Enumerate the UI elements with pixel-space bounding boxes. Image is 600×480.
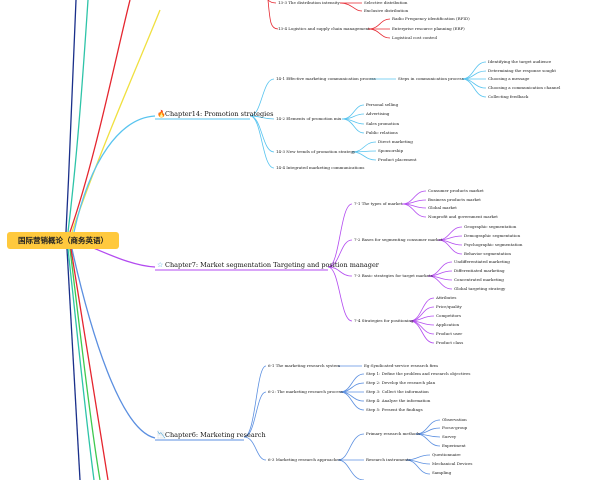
node-direct-marketing[interactable]: Direct marketing: [378, 139, 413, 144]
node-14-1[interactable]: 14-1 Effective marketing communication p…: [276, 76, 376, 81]
chart-icon: 📉: [157, 431, 166, 439]
node-attributes[interactable]: Attributes: [436, 295, 457, 300]
node-focus-group[interactable]: Focus-group: [442, 425, 468, 430]
node-14-2[interactable]: 14-2 Elements of promotion mix: [276, 116, 342, 121]
node-7-3[interactable]: 7-3 Basic strategies for target markets: [354, 273, 433, 278]
node-nonprofit-market[interactable]: Nonprofit and government market: [428, 214, 498, 219]
node-geographic[interactable]: Geographic segmentation: [464, 224, 517, 229]
node-competitors[interactable]: Competitors: [436, 313, 462, 318]
node-step2[interactable]: Step 2: Develop the research plan: [366, 380, 436, 385]
node-experiment[interactable]: Experiment: [442, 443, 466, 448]
node-global-market[interactable]: Global market: [428, 205, 457, 210]
node-concentrated[interactable]: Concentrated marketing: [454, 277, 504, 282]
node-questionnaire[interactable]: Questionnaire: [432, 452, 461, 457]
node-6-1[interactable]: 6-1 The marketing research system: [268, 363, 340, 368]
chapter7-node[interactable]: ☆Chapter7: Market segmentation Targeting…: [157, 261, 379, 269]
node-sampling[interactable]: Sampling: [432, 470, 452, 475]
node-step-5[interactable]: Collecting feedback: [488, 94, 529, 99]
node-step-3[interactable]: Choosing a message: [488, 76, 530, 81]
node-demographic[interactable]: Demographic segmentation: [464, 233, 521, 238]
node-global-targeting[interactable]: Global targeting strategy: [454, 286, 506, 291]
node-step-4[interactable]: Choosing a communication channel: [488, 85, 561, 90]
node-step5[interactable]: Step 5: Present the findings: [366, 407, 423, 412]
node-price-quality[interactable]: Price/quality: [436, 304, 462, 309]
chapter7-title: Chapter7: Market segmentation Targeting …: [165, 261, 379, 269]
node-consumer-market[interactable]: Consumer products market: [428, 188, 484, 193]
node-sales-promotion[interactable]: Sales promotion: [366, 121, 400, 126]
node-observation[interactable]: Observation: [442, 417, 467, 422]
node-syndicated[interactable]: Eg:Syndicated-service research firm: [364, 363, 438, 368]
node-14-4[interactable]: 14-4 Integrated marketing communications: [276, 165, 365, 170]
node-6-2[interactable]: 6-2: The marketing research process: [268, 389, 343, 394]
node-steps-communication[interactable]: Steps in communication process: [398, 76, 464, 81]
node-step-1[interactable]: Identifying the target audience: [488, 59, 552, 64]
flame-icon: 🔥: [157, 110, 166, 118]
node-7-1[interactable]: 7-1 The types of market: [354, 201, 403, 206]
node-undifferentiated[interactable]: Undifferentiated marketing: [454, 259, 510, 264]
node-7-2[interactable]: 7-2 Bases for segmenting consumer market: [354, 237, 443, 242]
chapter14-node[interactable]: 🔥Chapter14: Promotion strategies: [157, 110, 273, 118]
node-advertising[interactable]: Advertising: [366, 111, 390, 116]
node-13-4[interactable]: 13-4 Logistics and supply chain manageme…: [278, 26, 370, 31]
node-public-relations[interactable]: Public relations: [366, 130, 398, 135]
node-13-3[interactable]: 13-3 The distribution intensity: [278, 0, 340, 5]
chapter6-title: Chapter6: Marketing research: [165, 431, 266, 439]
node-application[interactable]: Application: [436, 322, 460, 327]
node-selective-distribution[interactable]: Selective distribution: [364, 0, 408, 5]
node-research-instruments[interactable]: Research instruments: [366, 457, 411, 462]
node-logistical-cost[interactable]: Logistical cost control: [392, 35, 438, 40]
node-product-class[interactable]: Product class: [436, 340, 464, 345]
node-14-3[interactable]: 14-3 New trends of promotion strategy: [276, 149, 356, 154]
node-psychographic[interactable]: Psychographic segmentation: [464, 242, 523, 247]
node-exclusive-distribution[interactable]: Exclusive distribution: [364, 8, 409, 13]
node-step-2[interactable]: Determining the response sought: [488, 68, 556, 73]
chapter14-title: Chapter14: Promotion strategies: [165, 110, 274, 118]
node-primary-methods[interactable]: Primary research methods: [366, 431, 420, 436]
node-step1[interactable]: Step 1: Define the problem and research …: [366, 371, 471, 376]
node-step4[interactable]: Step 4: Analyze the information: [366, 398, 431, 403]
node-personal-selling[interactable]: Personal selling: [366, 102, 399, 107]
node-sponsorship[interactable]: Sponsorship: [378, 148, 404, 153]
node-rfid[interactable]: Radio Frequency identification (RFID): [392, 16, 470, 21]
node-differentiated[interactable]: Differentiated marketing: [454, 268, 505, 273]
node-product-user[interactable]: Product user: [436, 331, 463, 336]
chapter6-node[interactable]: 📉Chapter6: Marketing research: [157, 431, 266, 439]
star-icon: ☆: [157, 261, 164, 269]
root-node[interactable]: 国际营销概论（商务英语）: [7, 232, 119, 249]
node-survey[interactable]: Survey: [442, 434, 457, 439]
node-mechanical-devices[interactable]: Mechanical Devices: [432, 461, 473, 466]
node-erp[interactable]: Enterprise resource planning (ERP): [392, 26, 465, 31]
node-6-3[interactable]: 6-3 Marketing research approaches: [268, 457, 341, 462]
node-7-4[interactable]: 7-4 Strategies for positioning: [354, 318, 414, 323]
node-step3[interactable]: Step 3: Collect the information: [366, 389, 429, 394]
node-product-placement[interactable]: Product placement: [378, 157, 417, 162]
node-business-market[interactable]: Business products market: [428, 197, 481, 202]
node-behavior[interactable]: Behavior segmentation: [464, 251, 511, 256]
